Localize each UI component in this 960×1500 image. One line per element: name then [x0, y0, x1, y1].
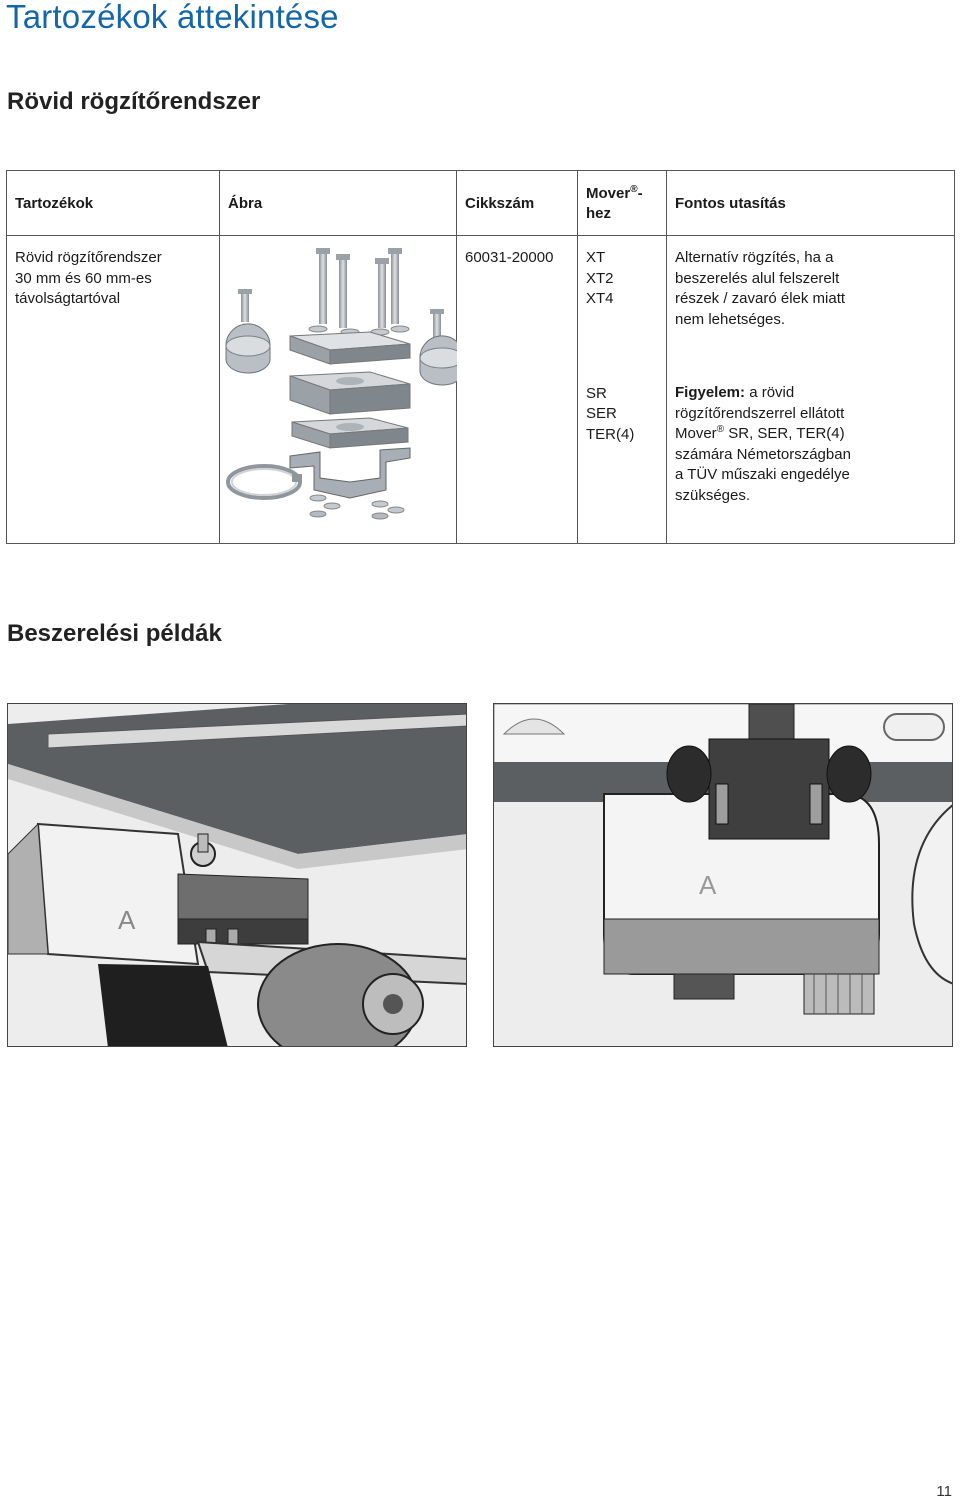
note-line: szükséges.	[675, 486, 751, 504]
mover-model-ter4: TER(4)	[586, 425, 635, 443]
header-accessory: Tartozékok	[6, 170, 220, 236]
section-title-installation-examples: Beszerelési példák	[7, 620, 222, 647]
mover-model-xt: XT	[586, 249, 606, 266]
long-bolt-icon	[336, 254, 350, 328]
header-mover-suffix: -	[637, 184, 643, 202]
page-number: 11	[936, 1483, 952, 1500]
table-header-row: Tartozékok Ábra Cikkszám Mover®- hez Fon…	[6, 170, 955, 236]
u-bracket-icon	[289, 447, 411, 499]
hose-clamp-icon	[226, 464, 302, 500]
warning-note: Figyelem: a rövid	[675, 383, 946, 404]
mover-model-sr: SR	[586, 384, 607, 402]
housing-letter: A	[699, 870, 717, 900]
housing-letter: A	[118, 905, 136, 935]
cell-mover-models: XT XT2 XT4 SR SER TER(4)	[577, 235, 667, 544]
header-figure: Ábra	[219, 170, 457, 236]
long-bolt-icon	[375, 258, 389, 328]
cell-accessory: Rövid rögzítőrendszer 30 mm és 60 mm-es …	[6, 235, 220, 544]
installation-example-right: A	[493, 703, 953, 1047]
installation-left-illustration: A	[8, 704, 466, 1046]
note-line: számára Németországban	[675, 445, 851, 463]
accessory-line: 30 mm és 60 mm-es	[15, 269, 152, 287]
spacer-30mm-icon	[291, 417, 409, 449]
long-bolt-icon	[316, 248, 330, 324]
spacer-60mm-icon	[289, 371, 411, 415]
note-line: Mover® SR, SER, TER(4)	[675, 424, 946, 445]
bracket-plate-icon	[289, 331, 411, 365]
cell-article-number: 60031-20000	[456, 235, 578, 544]
mover-model-xt2: XT2	[586, 269, 614, 287]
note-models: SR, SER, TER(4)	[724, 425, 845, 442]
accessory-table: Tartozékok Ábra Cikkszám Mover®- hez Fon…	[6, 170, 955, 544]
note-line: a TÜV műszaki engedélye	[675, 466, 850, 483]
round-clamp-icon	[419, 335, 457, 386]
warning-text: a rövid	[745, 384, 795, 401]
cell-figure	[219, 235, 457, 544]
note-line: Alternatív rögzítés, ha a	[675, 249, 834, 266]
mover-model-xt4: XT4	[586, 290, 614, 307]
registered-mark: ®	[716, 424, 725, 435]
mover-model-ser: SER	[586, 405, 617, 422]
note-line: részek / zavaró élek miatt	[675, 290, 846, 307]
header-mover: Mover®- hez	[577, 170, 667, 236]
round-clamp-icon	[225, 323, 271, 374]
accessory-line: Rövid rögzítőrendszer	[15, 249, 162, 266]
header-important-note: Fontos utasítás	[666, 170, 955, 236]
mover-brand: Mover	[675, 425, 717, 442]
accessory-line: távolságtartóval	[15, 290, 121, 307]
cell-important-note: Alternatív rögzítés, ha a beszerelés alu…	[666, 235, 955, 544]
header-mover-line2: hez	[586, 205, 612, 222]
header-article-number: Cikkszám	[456, 170, 578, 236]
note-line: rögzítőrendszerrel ellátott	[675, 404, 845, 422]
page-title: Tartozékok áttekintése	[6, 0, 339, 35]
registered-mark: ®	[630, 183, 638, 195]
note-line: nem lehetséges.	[675, 310, 786, 328]
warning-label: Figyelem:	[675, 384, 746, 401]
table-row: Rövid rögzítőrendszer 30 mm és 60 mm-es …	[6, 235, 955, 544]
long-bolt-icon	[388, 248, 402, 324]
note-line: beszerelés alul felszerelt	[675, 269, 840, 287]
section-title-short-system: Rövid rögzítőrendszer	[7, 88, 261, 115]
installation-right-illustration: A	[494, 704, 952, 1046]
short-mount-kit-illustration	[225, 248, 457, 520]
installation-example-left: A	[7, 703, 467, 1047]
header-mover-text: Mover	[586, 184, 631, 202]
